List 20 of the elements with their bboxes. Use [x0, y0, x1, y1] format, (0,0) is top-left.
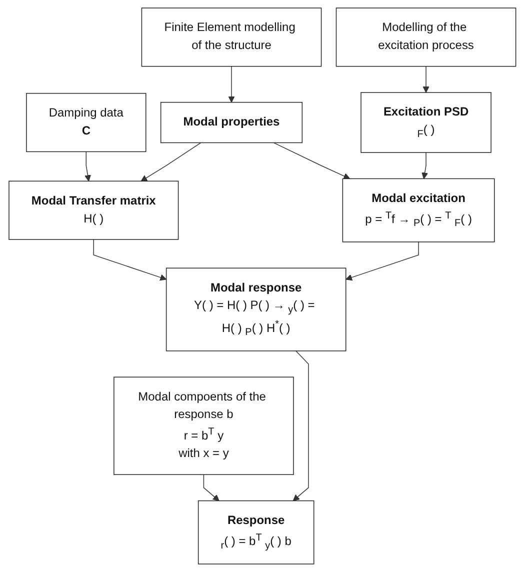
- node-box: Modal Transfer matrix H( ): [8, 180, 179, 240]
- arrow: [84, 151, 92, 182]
- arrow: [203, 474, 220, 502]
- node-box: Modal response Y( ) = H( ) P( ) → $_{y}$( ) = H( ) $_{P}$( ) H$^{*}$( ): [166, 268, 346, 352]
- node-box: Finite Element modelling of the structure: [141, 8, 322, 67]
- arrow: [93, 239, 167, 281]
- node-box: Modal compoents of the response b r = b$^{T}$ y with x = y: [114, 376, 294, 475]
- arrow: [292, 350, 309, 502]
- arrow: [228, 66, 235, 103]
- node-box: Modelling of the excitation process: [336, 8, 516, 67]
- node-box: Damping data C: [26, 92, 146, 152]
- arrow: [140, 142, 202, 182]
- arrow: [422, 66, 430, 93]
- arrow: [422, 152, 428, 179]
- arrow: [346, 242, 420, 281]
- node-box: Excitation PSD $_{F}$( ): [360, 92, 492, 153]
- node-box: Response $_{r}$( ) = b$^{T}$ $_{y}$( ) b: [198, 500, 314, 564]
- arrow: [273, 142, 350, 180]
- node-box: Modal properties: [160, 102, 303, 144]
- node-box: Modal excitation p = $^{T}$f → $_{P}$( ) = $^{T}$ $_{F}$( ): [342, 178, 495, 242]
